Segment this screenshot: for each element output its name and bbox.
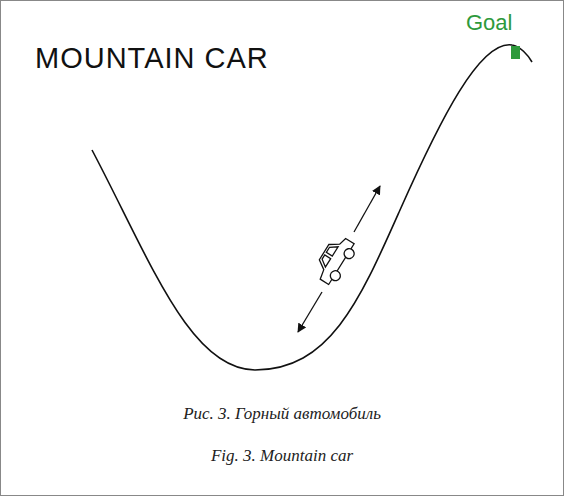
hill-curve xyxy=(92,45,532,370)
title: MOUNTAIN CAR xyxy=(35,42,269,75)
forward-arrow xyxy=(354,186,380,232)
goal-label: Goal xyxy=(466,10,512,36)
caption-english: Fig. 3. Mountain car xyxy=(211,446,353,466)
caption: Рис. 3. Горный автомобиль xyxy=(183,404,381,424)
goal-marker xyxy=(511,46,520,59)
backward-arrow xyxy=(298,292,322,332)
car-symbol xyxy=(311,233,359,288)
